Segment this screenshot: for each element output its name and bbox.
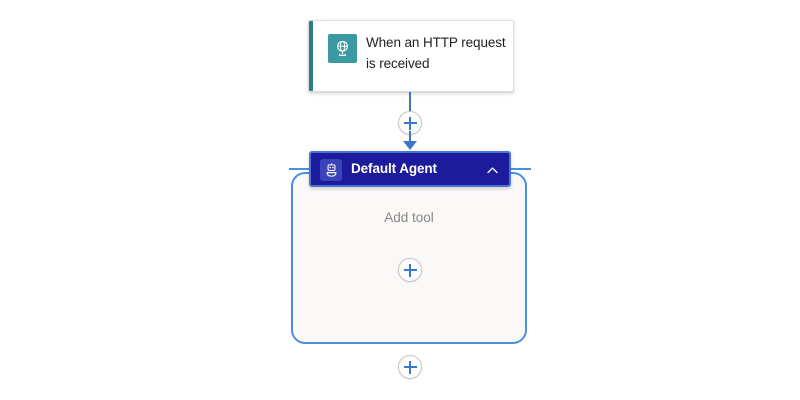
connector-line-lower (409, 131, 411, 145)
agent-border-stub-left (289, 168, 311, 170)
http-request-globe-icon (328, 34, 357, 63)
plus-icon (403, 116, 417, 130)
agent-border-stub-right (509, 168, 531, 170)
add-action-button-bottom[interactable] (398, 355, 422, 379)
connector-line-upper (409, 92, 411, 112)
add-tool-button[interactable] (398, 258, 422, 282)
agent-name-label: Default Agent (351, 161, 437, 176)
trigger-accent-bar (309, 21, 313, 91)
plus-icon (403, 360, 417, 374)
add-tool-label: Add tool (384, 210, 434, 225)
trigger-title: When an HTTP request is received (366, 35, 506, 71)
robot-agent-icon (320, 159, 342, 181)
plus-icon (403, 263, 417, 277)
trigger-card-http-request[interactable]: When an HTTP request is received (308, 20, 514, 92)
chevron-up-icon[interactable] (484, 162, 500, 178)
connector-arrowhead-icon (403, 141, 417, 150)
agent-header-default-agent[interactable]: Default Agent (309, 151, 511, 187)
